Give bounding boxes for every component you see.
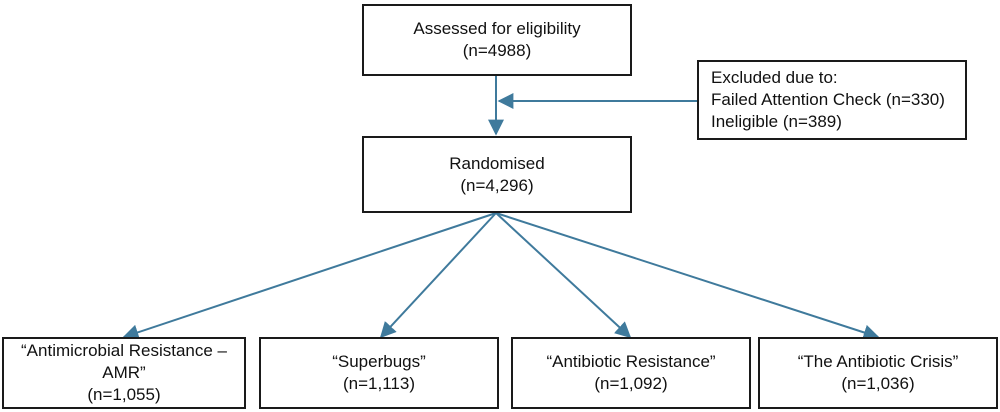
arm-count: (n=1,055): [87, 385, 161, 404]
arm-count: (n=1,113): [343, 374, 415, 393]
arm-label: “Superbugs”: [332, 352, 426, 371]
arrow-to-arm-1: [122, 212, 497, 341]
excluded-item-attention: Failed Attention Check (n=330): [711, 90, 945, 109]
arrow-to-arm-2: [379, 212, 497, 339]
arm-box-antibiotic-resistance: “Antibiotic Resistance” (n=1,092): [511, 337, 751, 409]
arrow-to-arm-3: [495, 212, 632, 339]
excluded-box: Excluded due to: Failed Attention Check …: [697, 60, 967, 140]
arm-label: “The Antibiotic Crisis”: [797, 352, 959, 371]
arm-count: (n=1,036): [841, 374, 915, 393]
randomised-box: Randomised (n=4,296): [362, 136, 632, 213]
eligibility-box: Assessed for eligibility (n=4988): [362, 4, 632, 76]
eligibility-count: (n=4988): [462, 41, 532, 60]
randomised-title: Randomised: [449, 153, 545, 173]
eligibility-title: Assessed for eligibility: [413, 19, 581, 38]
randomised-count: (n=4,296): [460, 175, 534, 195]
arm-count: (n=1,092): [594, 374, 668, 393]
arm-box-antibiotic-crisis: “The Antibiotic Crisis” (n=1,036): [758, 337, 998, 409]
arm-box-antimicrobial-resistance: “Antimicrobial Resistance – AMR” (n=1,05…: [2, 337, 246, 409]
arm-label-line2: AMR”: [102, 363, 146, 382]
arm-label: “Antibiotic Resistance”: [546, 352, 716, 371]
arrow-to-arm-4: [495, 212, 880, 341]
arm-label-line1: “Antimicrobial Resistance –: [21, 341, 227, 360]
excluded-heading: Excluded due to:: [711, 68, 838, 87]
excluded-item-ineligible: Ineligible (n=389): [711, 112, 842, 131]
arm-box-superbugs: “Superbugs” (n=1,113): [259, 337, 499, 409]
